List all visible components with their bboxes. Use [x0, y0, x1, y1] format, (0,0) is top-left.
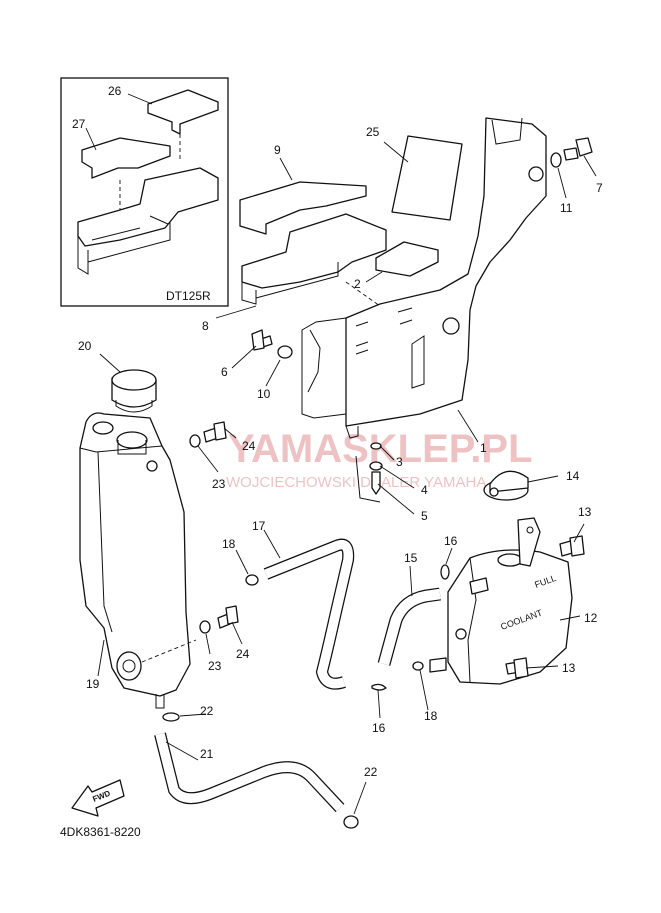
- part-23-collar-upper: [189, 434, 201, 448]
- part-4-grommet: [369, 461, 383, 471]
- part-13-bolt-upper: [559, 535, 585, 557]
- callout-18-left: 18: [222, 537, 236, 551]
- callout-13-lower: 13: [562, 661, 576, 675]
- callout-12: 12: [584, 611, 598, 625]
- part-8-seat-base: [241, 213, 387, 289]
- part-25-decal: [391, 135, 463, 221]
- part-22-clamp-upper: [162, 712, 180, 722]
- part-18-clamp-left: [245, 574, 259, 586]
- part-3-collar: [370, 442, 382, 450]
- callout-8: 8: [202, 319, 209, 333]
- callout-5: 5: [421, 509, 428, 523]
- callout-22-lower: 22: [364, 765, 378, 779]
- part-14-cap: [483, 470, 529, 501]
- part-11-washer: [550, 152, 562, 168]
- callout-25: 25: [366, 125, 380, 139]
- watermark-sub: WOJCIECHOWSKI DEALER YAMAHA: [226, 474, 486, 491]
- callout-26: 26: [108, 84, 122, 98]
- part-13-bolt-lower: [505, 657, 529, 679]
- part-10-grommet: [277, 345, 293, 359]
- part-24-bolt-lower: [217, 605, 239, 629]
- callout-24-lower: 24: [236, 647, 250, 661]
- part-2-pad: [375, 241, 439, 277]
- part-7-bolt: [563, 137, 593, 161]
- leader-lines: [85, 93, 597, 815]
- callout-labels: 1 2 3 4 5 6 7 8 9 10 11 12 13 13 14 15 1…: [72, 84, 603, 779]
- dt125r-inset: DT125R: [60, 77, 229, 307]
- part-24-bolt-upper: [203, 421, 227, 443]
- part-16-clamp-lower: [371, 683, 387, 691]
- part-18-clamp-right: [412, 661, 424, 671]
- callout-16-lower: 16: [372, 721, 386, 735]
- callout-27: 27: [72, 117, 86, 131]
- callout-24-upper: 24: [242, 439, 256, 453]
- callout-9: 9: [274, 143, 281, 157]
- part-20-cap: [111, 369, 157, 413]
- part-22-clamp-lower: [343, 815, 359, 829]
- part-16-clamp-upper: [440, 564, 450, 580]
- callout-13-upper: 13: [578, 505, 592, 519]
- callout-23-lower: 23: [208, 659, 222, 673]
- inset-seat-base: [77, 167, 219, 247]
- part-23-collar-lower: [199, 620, 211, 634]
- fwd-arrow-icon: FWD: [71, 779, 125, 817]
- part-5-bolt: [371, 471, 381, 495]
- part-27-pad: [81, 137, 171, 179]
- callout-18-right: 18: [424, 709, 438, 723]
- drawing-code: 4DK8361-8220: [60, 825, 141, 839]
- part-19-tank: [79, 412, 197, 709]
- callout-2: 2: [354, 277, 361, 291]
- part-9-pad: [239, 181, 367, 235]
- part-6-bolt: [251, 329, 273, 351]
- callout-14: 14: [566, 469, 580, 483]
- part-1-side-cover: [301, 117, 547, 439]
- part-12-reservoir: FULL COOLANT: [429, 517, 573, 685]
- callout-1: 1: [480, 441, 487, 455]
- callout-10: 10: [257, 387, 271, 401]
- callout-7: 7: [596, 181, 603, 195]
- callout-6: 6: [221, 365, 228, 379]
- callout-4: 4: [421, 483, 428, 497]
- callout-23-upper: 23: [212, 477, 226, 491]
- callout-3: 3: [396, 455, 403, 469]
- callout-22-upper: 22: [200, 704, 214, 718]
- callout-19: 19: [86, 677, 100, 691]
- part-26-pad: [147, 89, 219, 135]
- callout-16-upper: 16: [444, 534, 458, 548]
- callout-21: 21: [200, 747, 214, 761]
- callout-15: 15: [404, 551, 418, 565]
- callout-20: 20: [78, 339, 92, 353]
- inset-label: DT125R: [166, 289, 211, 303]
- callout-11: 11: [560, 201, 573, 215]
- callout-17: 17: [252, 519, 266, 533]
